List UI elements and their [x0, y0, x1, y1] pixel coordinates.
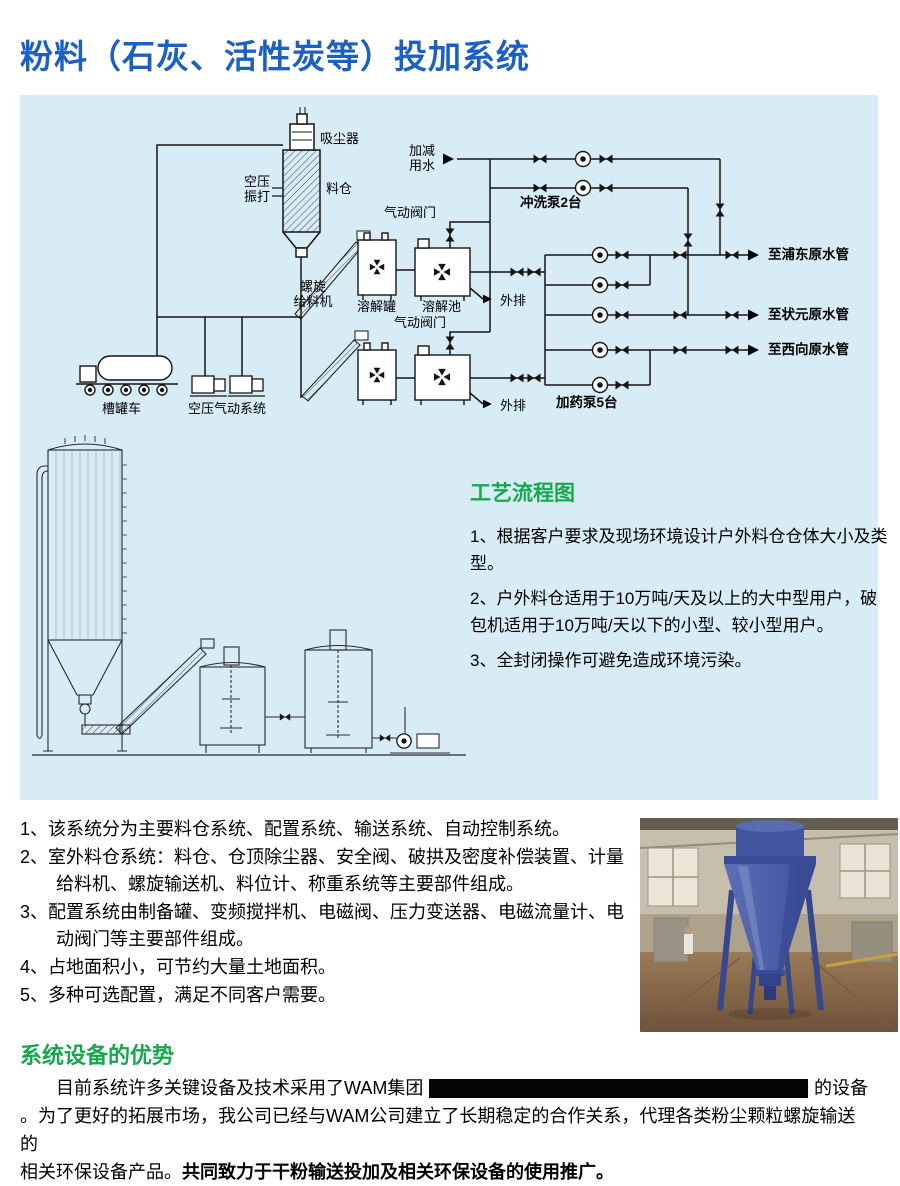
label-dissolving-tank: 溶解罐	[357, 299, 397, 314]
advantages-line3: 相关环保设备产品。共同致力于干粉输送投加及相关环保设备的使用推广。	[20, 1158, 868, 1186]
redaction-bar	[429, 1078, 808, 1098]
feature-item-2: 2、室外料仓系统：料仓、仓顶除尘器、安全阀、破拱及密度补偿装置、计量给料机、螺旋…	[20, 847, 625, 894]
transfer-pump-drawing	[372, 707, 450, 754]
label-makeup-water: 加减用水	[406, 143, 438, 173]
label-screw-feeder-l2: 给料机	[293, 294, 333, 309]
label-tank-truck: 槽罐车	[102, 401, 142, 416]
equipment-line-drawing	[32, 435, 466, 756]
process-notes: 工艺流程图 1、根据客户要求及现场环境设计户外料仓仓体大小及类型。 2、户外料仓…	[470, 477, 888, 682]
dissolving-tank-1	[357, 232, 397, 300]
label-air-knocker-l2: 振打	[243, 189, 270, 204]
label-makeup-water-l1: 加减	[408, 143, 435, 158]
label-pneumatic-valve-1: 气动阀门	[384, 205, 437, 220]
advantages-line3-bold: 共同致力于干粉输送投加及相关环保设备的使用推广。	[182, 1162, 614, 1182]
screw-feeder-conveyors	[294, 230, 371, 402]
label-silo: 料仓	[326, 181, 353, 196]
label-pneumatic-valve-2: 气动阀门	[394, 315, 447, 330]
label-air-knocker: 空压振打	[242, 174, 272, 204]
mixing-tank-1-drawing	[199, 646, 266, 753]
diagram-panel: 吸尘器 空压振打 料仓 螺旋给料机 气动阀门 溶解罐 溶解池 外排 气动阀门 外…	[20, 95, 887, 800]
dissolving-pool-1	[414, 238, 471, 301]
process-flow-diagram	[76, 107, 759, 409]
dissolving-tank-2	[357, 342, 397, 405]
label-drain-2: 外排	[500, 398, 527, 413]
label-drain-1: 外排	[500, 293, 527, 308]
advantages-title: 系统设备的优势	[20, 1043, 175, 1068]
feature-item-4: 4、占地面积小，可节约大量土地面积。	[20, 957, 337, 977]
label-flush-pumps: 冲洗泵2台	[520, 195, 582, 210]
air-compressor-units	[190, 375, 265, 397]
advantages-line1-prefix: 目前系统许多关键设备及技术采用了WAM集团	[56, 1078, 424, 1098]
label-dissolving-pool: 溶解池	[422, 299, 462, 314]
label-outlet-zhuangyuan: 至状元原水管	[768, 307, 849, 322]
advantages-line3-normal: 相关环保设备产品。	[20, 1162, 182, 1182]
flush-pumps	[574, 150, 592, 197]
label-outlet-xixiang: 至西向原水管	[768, 342, 849, 357]
process-note-item-3: 3、全封闭操作可避免造成环境污染。	[470, 651, 752, 670]
dissolving-pool-2	[414, 345, 471, 405]
label-screw-feeder: 螺旋给料机	[288, 279, 338, 309]
photo-blue-hopper	[717, 820, 824, 1020]
advantages-line2: 。为了更好的拓展市场，我公司已经与WAM公司建立了长期稳定的合作关系，代理各类粉…	[20, 1106, 856, 1154]
advantages-line1: 目前系统许多关键设备及技术采用了WAM集团 的设备	[20, 1074, 868, 1102]
photo-window-right	[839, 843, 891, 899]
label-dosing-pumps: 加药泵5台	[556, 395, 618, 410]
process-notes-title: 工艺流程图	[470, 482, 575, 505]
feature-item-1: 1、该系统分为主要料仓系统、配置系统、输送系统、自动控制系统。	[20, 819, 571, 839]
label-makeup-water-l2: 用水	[408, 158, 435, 173]
process-note-item-1: 1、根据客户要求及现场环境设计户外料仓仓体大小及类型。	[470, 527, 888, 573]
silo-drawing	[36, 435, 131, 752]
advantages-paragraph: 目前系统许多关键设备及技术采用了WAM集团 的设备 。为了更好的拓展市场，我公司…	[20, 1074, 868, 1186]
advantages-line1-suffix: 的设备	[814, 1078, 868, 1098]
mixing-tank-2-drawing	[265, 629, 373, 753]
pipe-network	[156, 144, 748, 405]
label-screw-feeder-l1: 螺旋	[299, 279, 326, 294]
photo-person	[684, 934, 693, 954]
powder-silo	[272, 107, 321, 258]
photo-window-left	[647, 847, 699, 907]
dosing-pumps	[591, 246, 609, 394]
process-note-item-2: 2、户外料仓适用于10万吨/天及以上的大中型用户，破包机适用于10万吨/天以下的…	[470, 589, 878, 635]
page-title: 粉料（石灰、活性炭等）投加系统	[20, 38, 530, 76]
silo-photo	[640, 818, 898, 1032]
label-dust-collector: 吸尘器	[320, 131, 360, 146]
label-outlet-pudong: 至浦东原水管	[768, 247, 849, 262]
feature-item-3: 3、配置系统由制备罐、变频搅拌机、电磁阀、压力变送器、电磁流量计、电动阀门等主要…	[20, 902, 625, 949]
label-air-compress-system: 空压气动系统	[188, 401, 267, 416]
incline-conveyor-drawing	[115, 638, 215, 735]
tank-truck-drawing	[76, 355, 178, 396]
feature-item-5: 5、多种可选配置，满足不同客户需要。	[20, 985, 337, 1005]
label-air-knocker-l1: 空压	[243, 174, 270, 189]
feature-list: 1、该系统分为主要料仓系统、配置系统、输送系统、自动控制系统。 2、室外料仓系统…	[20, 816, 632, 1010]
